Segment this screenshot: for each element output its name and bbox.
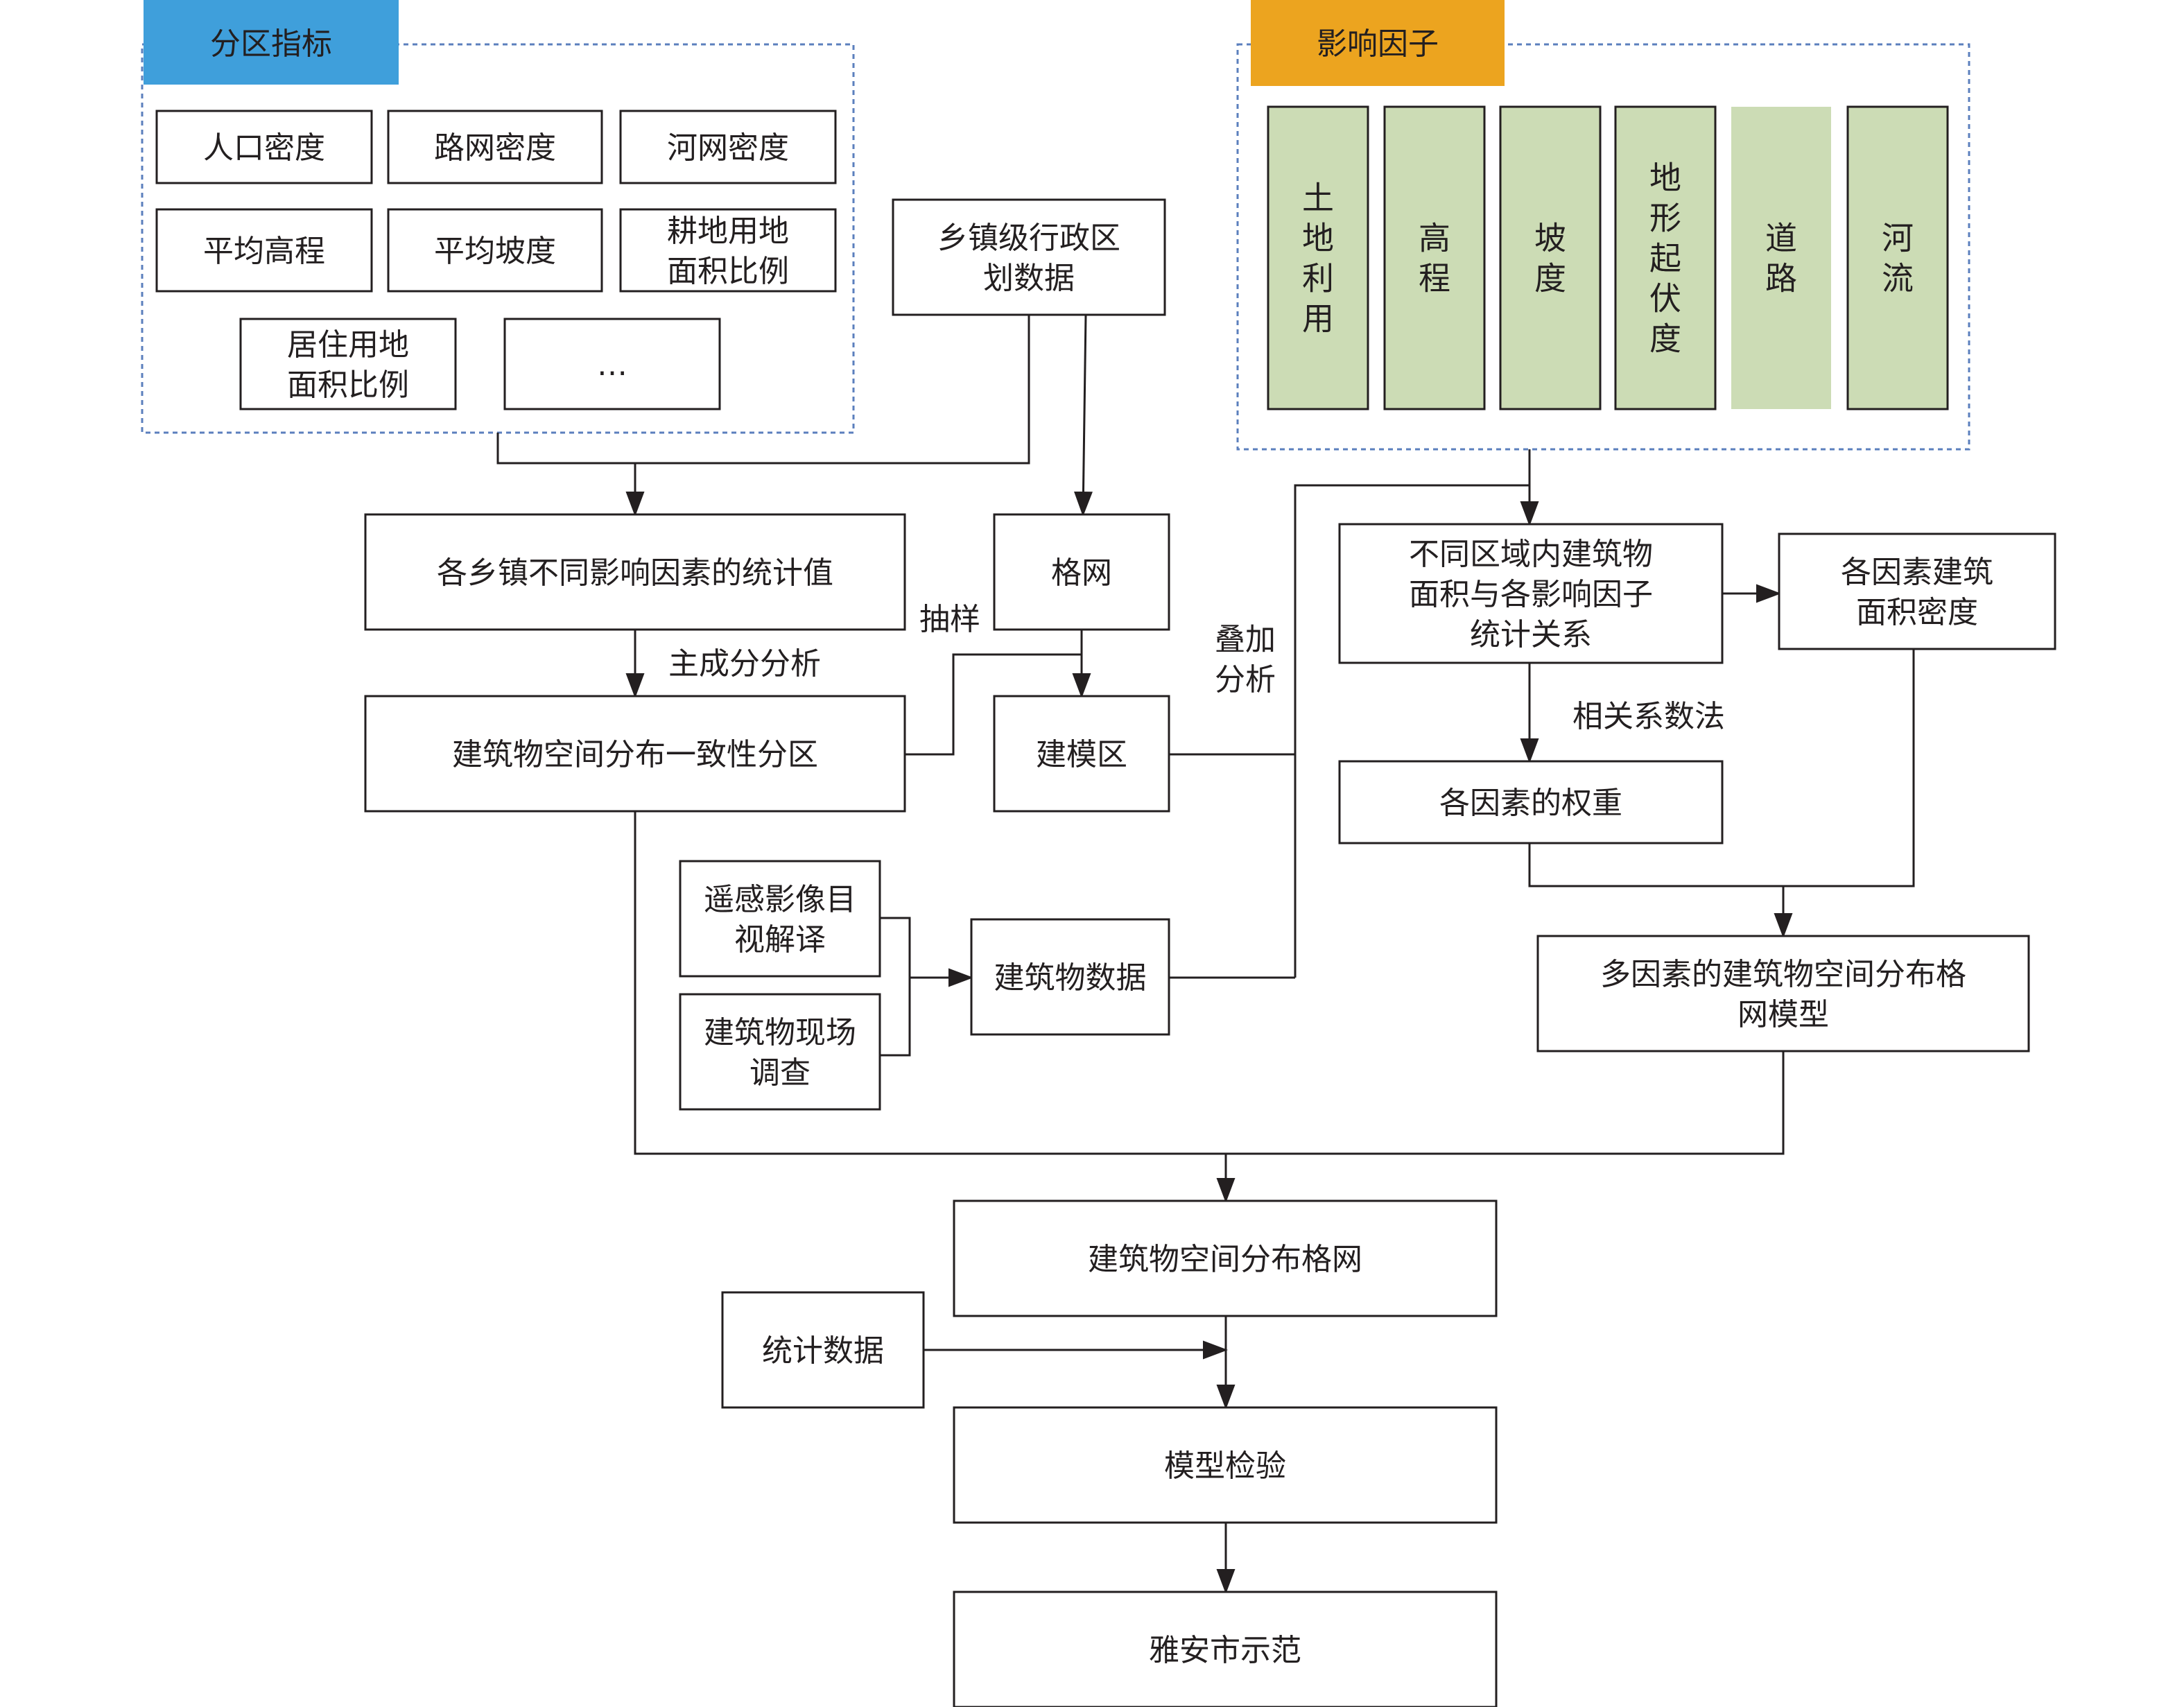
rs-interpretation-box: 遥感影像目视解译 [679,860,881,978]
impact-factors-header [1251,0,1505,86]
factor-weight-box: 各因素的权重 [1338,760,1724,844]
zoning-indicator-item-label: 居住用地面积比例 [287,327,409,403]
grid-box: 格网 [993,513,1170,631]
zoning-indicator-item-label: 平均高程 [203,234,325,269]
zoning-indicator-item: 路网密度 [387,110,603,184]
edge-weight-merge [1528,649,1915,887]
field-survey-box-label: 建筑物现场调查 [704,1015,856,1091]
yaan-demo-box-label: 雅安市示范 [1149,1633,1301,1668]
zoning-indicators-title: 分区指标 [210,26,332,62]
multifactor-model-box: 多因素的建筑物空间分布格网模型 [1536,935,2030,1052]
building-grid-box-label: 建筑物空间分布格网 [1088,1242,1362,1277]
zoning-indicator-item-label: … [597,347,627,383]
factor-density-box-label: 各因素建筑面积密度 [1841,555,1993,630]
zoning-indicator-item-label: 路网密度 [434,130,556,166]
zoning-indicator-item: 平均坡度 [387,208,603,293]
statistics-box-label: 统计数据 [762,1333,884,1369]
impact-factor-item: 地形起伏度 [1614,105,1717,410]
zoning-indicator-item: 平均高程 [155,208,373,293]
impact-factor-label: 高程 [1419,220,1450,297]
zoning-indicator-item: 河网密度 [619,110,837,184]
impact-factor-item: 高程 [1383,105,1486,410]
zoning-indicator-item-label: 河网密度 [667,130,789,166]
impact-factor-item: 道路 [1731,107,1831,409]
building-grid-box: 建筑物空间分布格网 [953,1199,1498,1317]
consistency-zoning-box-label: 建筑物空间分布一致性分区 [452,737,818,772]
field-survey-box: 建筑物现场调查 [679,993,881,1111]
correlation-label: 相关系数法 [1572,699,1725,734]
zoning-indicator-item: 人口密度 [155,110,373,184]
zoning-indicator-item-label: 耕地用地面积比例 [667,214,789,289]
zoning-indicator-item: … [503,318,721,410]
grid-box-label: 格网 [1051,555,1112,591]
town-stats-box: 各乡镇不同影响因素的统计值 [364,513,906,631]
yaan-demo-box: 雅安市示范 [953,1591,1498,1707]
edge-admin-to-grid [1073,314,1093,517]
admin-data-box-label: 乡镇级行政区划数据 [937,220,1120,296]
edge-survey-bracket [880,917,911,1057]
modeling-area-box: 建模区 [993,695,1170,813]
zoning-indicators-header [144,0,399,85]
zoning-indicator-item-label: 平均坡度 [434,234,556,269]
zoning-indicators-group: 分区指标 [141,0,855,434]
impact-factor-item: 坡度 [1499,105,1602,410]
zoning-indicator-item: 居住用地面积比例 [239,318,457,410]
sampling-label: 抽样 [919,602,980,637]
region-relation-box-label: 不同区域内建筑物面积与各影响因子统计关系 [1409,537,1653,652]
impact-factor-label: 土地利用 [1302,180,1334,338]
zoning-indicator-item-label: 人口密度 [203,130,325,166]
model-validation-box-label: 模型检验 [1164,1448,1286,1484]
edge-zoning-to-grid-merge [634,811,1785,1155]
consistency-zoning-box: 建筑物空间分布一致性分区 [364,695,906,813]
factor-density-box: 各因素建筑面积密度 [1778,532,2056,650]
impact-factor-label: 河流 [1882,220,1914,297]
modeling-area-box-label: 建模区 [1036,737,1127,772]
impact-factor-label: 坡度 [1534,220,1566,297]
edge-overlay-trunk [1294,484,1529,978]
impact-factors-title: 影响因子 [1317,26,1439,62]
edge-zoning-to-town-stats [496,315,1030,465]
statistics-box: 统计数据 [721,1291,925,1409]
impact-factor-item: 土地利用 [1267,105,1369,410]
zoning-indicator-item: 耕地用地面积比例 [619,208,837,293]
admin-data-box: 乡镇级行政区划数据 [892,198,1166,316]
multifactor-model-box-label: 多因素的建筑物空间分布格网模型 [1600,957,1966,1032]
rs-interpretation-box-label: 遥感影像目视解译 [704,882,856,958]
region-relation-box: 不同区域内建筑物面积与各影响因子统计关系 [1338,523,1724,664]
overlay-label: 叠加分析 [1215,622,1276,697]
pca-label: 主成分分析 [668,646,821,682]
building-data-box-label: 建筑物数据 [994,960,1147,996]
building-data-box: 建筑物数据 [970,918,1170,1036]
impact-factor-item: 河流 [1846,105,1949,410]
town-stats-box-label: 各乡镇不同影响因素的统计值 [437,555,833,591]
impact-factor-label: 地形起伏度 [1649,159,1681,358]
impact-factor-label: 道路 [1765,220,1797,297]
factor-weight-box-label: 各因素的权重 [1439,786,1622,821]
model-validation-box: 模型检验 [953,1406,1498,1524]
